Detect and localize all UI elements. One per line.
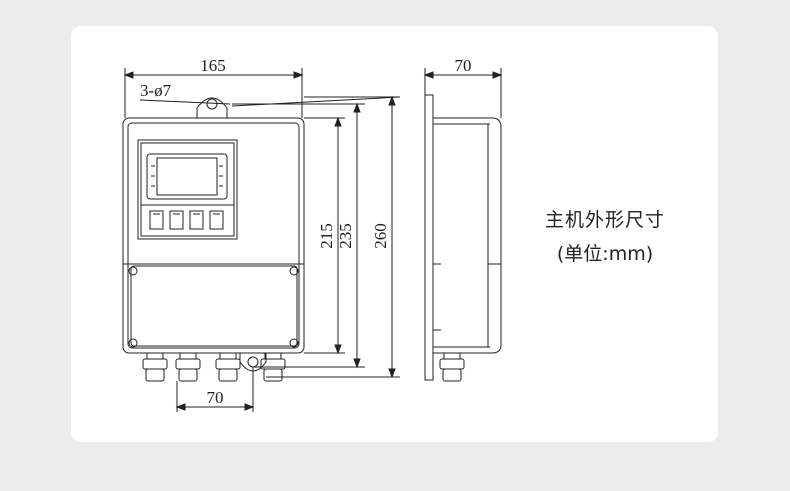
cable-gland-4 xyxy=(260,352,286,382)
label-bottom-70: 70 xyxy=(207,388,224,407)
cable-gland-2 xyxy=(175,352,201,382)
cable-gland-3 xyxy=(215,352,241,382)
label-235: 235 xyxy=(336,223,355,249)
key-3 xyxy=(189,210,204,230)
side-cable-gland xyxy=(439,352,465,382)
label-260: 260 xyxy=(371,223,390,249)
label-215: 215 xyxy=(317,223,336,249)
dim-line-side-70 xyxy=(423,68,503,118)
screw xyxy=(289,266,299,276)
caption-title: 主机外形尺寸 xyxy=(544,209,665,231)
dim-leader-holes xyxy=(139,96,401,107)
dim-line-260 xyxy=(266,95,400,379)
display-panel xyxy=(137,139,238,240)
lcd-screen xyxy=(146,153,228,200)
housing-outer xyxy=(122,117,305,354)
cable-gland-1 xyxy=(142,352,168,382)
screw xyxy=(128,266,138,276)
terminal-cover xyxy=(130,265,298,347)
side-housing xyxy=(432,117,502,354)
screw xyxy=(128,338,138,348)
top-mount-ear xyxy=(196,97,228,118)
label-165: 165 xyxy=(200,56,226,75)
key-4 xyxy=(209,210,224,230)
dim-line-215 xyxy=(304,116,345,355)
label-3-holes: 3-ø7 xyxy=(140,81,172,100)
key-1 xyxy=(149,210,164,230)
top-mount-hole xyxy=(206,98,218,110)
dim-line-235 xyxy=(232,102,365,369)
dim-line-165 xyxy=(123,68,304,118)
screw xyxy=(289,338,299,348)
key-2 xyxy=(169,210,184,230)
side-mount-plate xyxy=(424,94,434,381)
caption-unit: (单位:mm) xyxy=(556,243,654,265)
dim-line-bottom-70 xyxy=(175,367,255,412)
label-side-70: 70 xyxy=(455,56,472,75)
